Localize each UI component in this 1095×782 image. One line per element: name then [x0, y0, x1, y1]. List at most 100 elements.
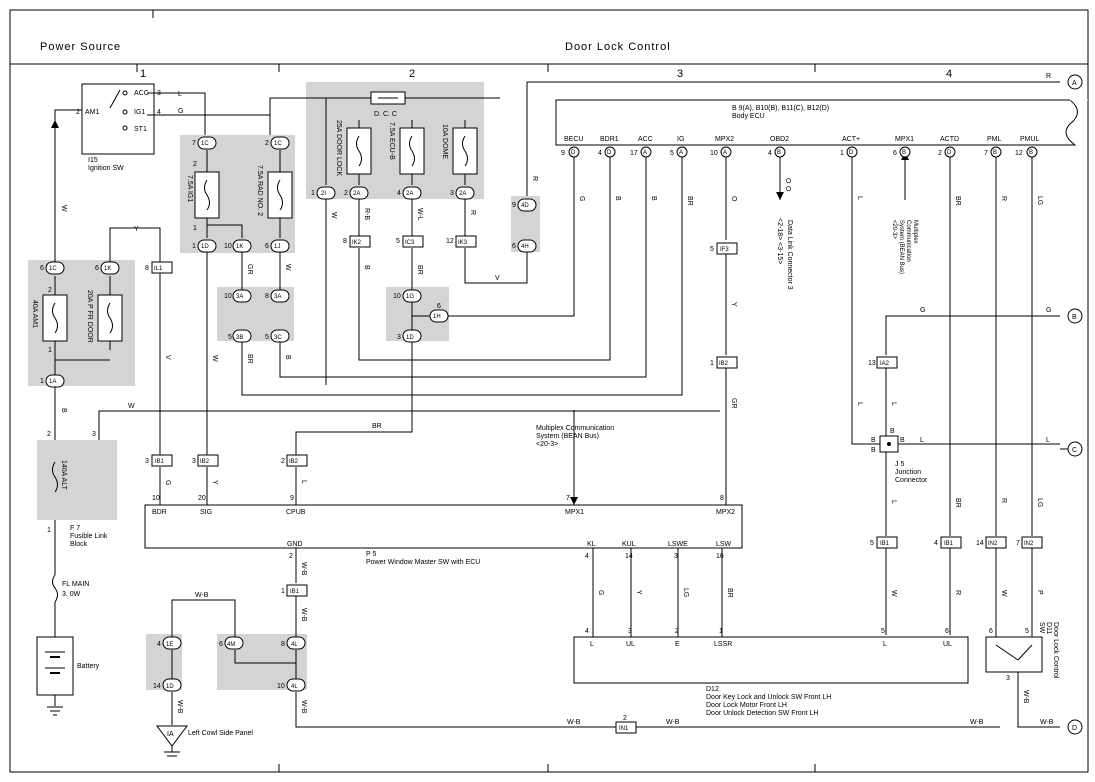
- battery-symbol: [36, 636, 74, 716]
- off-page-d-label: D: [1072, 725, 1077, 732]
- connector-ib2-mpx-label: IB2: [719, 361, 729, 367]
- connector-2a-2-label: 2A: [406, 191, 413, 197]
- wire-wb-gnd: W-B: [300, 562, 307, 576]
- wire-wb-1d: W-B: [176, 700, 183, 714]
- wire-wb-ib1: W-B: [300, 608, 307, 622]
- wire-br-actd: BR: [954, 498, 961, 508]
- wire-wb-d: W-B: [1040, 719, 1054, 726]
- ecu-letter-becu: D: [571, 150, 576, 156]
- title-door-lock-control: Door Lock Control: [565, 41, 671, 53]
- ecu-terminal-mpx1: [899, 146, 911, 158]
- connector-in2-pmul-label: IN2: [1024, 541, 1034, 547]
- connector-4l-1-label: 4L: [291, 642, 298, 648]
- ecu-letter-act-plus: D: [849, 150, 854, 156]
- ecu-pin-actd: ACTD: [940, 136, 959, 143]
- ecu-num-10: 7: [984, 150, 988, 157]
- wire-y-kul: Y: [635, 590, 642, 595]
- pw-num-mpx1: 7: [566, 495, 570, 502]
- pw-pin-mpx1: MPX1: [565, 509, 584, 516]
- wire-b-alt: B: [60, 408, 67, 413]
- connector-ib2-sig-label: IB2: [200, 459, 210, 465]
- connector-1g-label: 1G: [406, 294, 414, 300]
- ecu-wire-actd: BR: [954, 196, 961, 206]
- fuse-alt: 140A ALT 2 3 1: [47, 431, 96, 534]
- fuse-pfr-door: 20A P FR DOOR: [86, 290, 123, 343]
- ecu-letter-mpx2: A: [723, 150, 727, 156]
- fuse-ecu-b-label: 7.5A ECU-B: [388, 122, 395, 160]
- wire-w-ib1: W: [890, 590, 897, 597]
- ecu-pin-ig: IG: [677, 136, 684, 143]
- ecu-terminal-ig: [676, 146, 688, 158]
- pw-pin-lswe: LSWE: [668, 541, 688, 548]
- connector-ik2-label: IK2: [352, 240, 362, 246]
- svg-text:8: 8: [265, 293, 269, 300]
- mpx-right-ref: <20-3>: [891, 220, 897, 240]
- svg-text:1: 1: [48, 347, 52, 354]
- wire-w-alt: W: [128, 403, 135, 410]
- ground-ia: IA: [156, 725, 188, 757]
- ecu-wire-bdr1: B: [614, 196, 621, 201]
- ecu-num-4: 5: [670, 150, 674, 157]
- wire-wb-d11: W-B: [970, 719, 984, 726]
- ecu-terminal-becu: [568, 146, 580, 158]
- svg-text:B: B: [890, 428, 895, 435]
- connector-1c-rad-label: 1C: [274, 141, 282, 147]
- wire-p-in2: P: [1036, 590, 1043, 595]
- wire-l-ia2: L: [890, 402, 897, 406]
- d12-pin-e: E: [675, 641, 680, 648]
- title-power-source: Power Source: [40, 41, 121, 53]
- off-page-c-label: C: [1072, 447, 1077, 454]
- svg-text:B: B: [871, 447, 876, 454]
- connector-1h-label: 1H: [433, 314, 441, 320]
- wire-w-ig1: W: [211, 355, 218, 362]
- d12-pin-l: L: [590, 641, 594, 648]
- wire-g-b: G: [1046, 307, 1051, 314]
- wire-lg-lswe: LG: [682, 588, 689, 597]
- ecu-pin-mpx1: MPX1: [895, 136, 914, 143]
- wire-y-if3: Y: [730, 302, 737, 307]
- svg-text:1: 1: [710, 360, 714, 367]
- wire-br-lsw: BR: [726, 588, 733, 598]
- d12-id: D12: [706, 686, 719, 693]
- svg-text:14: 14: [976, 540, 984, 547]
- ecu-letter-pmul: B: [1029, 150, 1033, 156]
- wire-y-il1: Y: [134, 226, 139, 233]
- wire-gr: GR: [246, 264, 253, 275]
- d12-pin-l2: L: [883, 641, 887, 648]
- svg-text:12: 12: [446, 238, 454, 245]
- pw-pin-gnd: GND: [287, 541, 303, 548]
- body-ecu-pins: BECU BDR1 ACC IG MPX2 OBD2 ACT+ MPX1 ACT…: [564, 136, 1040, 143]
- svg-text:4: 4: [157, 641, 161, 648]
- pw-num-cpub: 9: [290, 495, 294, 502]
- fl-main-label: FL MAIN: [62, 581, 89, 588]
- connector-ib1-gnd-label: IB1: [290, 589, 300, 595]
- wire-r-top: R: [1046, 73, 1051, 80]
- connector-ik2: 8 IK2: [343, 235, 371, 248]
- pw-num-gnd: 2: [289, 553, 293, 560]
- ecu-pin-bdr1: BDR1: [600, 136, 619, 143]
- ground-ia-id: IA: [167, 731, 174, 738]
- connector-in1-label: IN1: [619, 726, 629, 732]
- ecu-num-7: 1: [840, 150, 844, 157]
- ign-pin-st1: ST1: [134, 126, 147, 133]
- connector-3c-label: 3C: [274, 335, 282, 341]
- connector-ib1-bdr-label: IB1: [155, 459, 165, 465]
- svg-text:L: L: [920, 437, 924, 444]
- connector-il1-label: IL1: [154, 266, 163, 272]
- wire-w-in2: W: [1000, 590, 1007, 597]
- fusible-link-id: F 7: [70, 525, 80, 532]
- svg-text:1: 1: [40, 378, 44, 385]
- column-4: 4: [946, 68, 953, 80]
- svg-text:1: 1: [193, 225, 197, 232]
- wire-wb-in1-right: W-B: [666, 719, 680, 726]
- connector-2a-3-label: 2A: [459, 191, 466, 197]
- svg-text:5: 5: [870, 540, 874, 547]
- svg-text:8: 8: [343, 238, 347, 245]
- pw-pin-bdr: BDR: [152, 509, 167, 516]
